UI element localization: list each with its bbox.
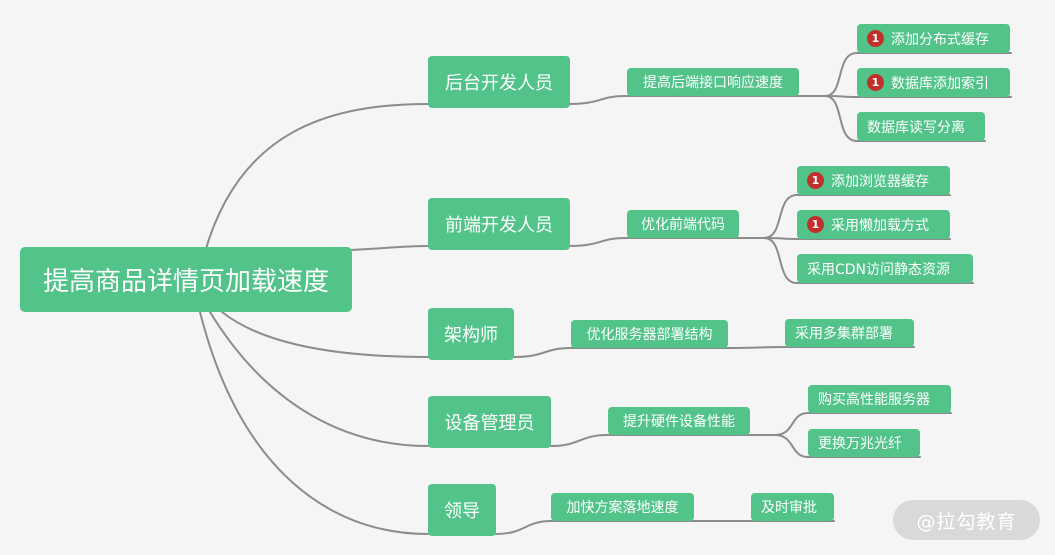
role-frontend-developer[interactable]: 前端开发人员 xyxy=(428,198,570,250)
link-task-action xyxy=(763,194,798,239)
link-task-action xyxy=(824,52,858,97)
role-architect[interactable]: 架构师 xyxy=(428,308,514,360)
root-topic[interactable]: 提高商品详情页加载速度 xyxy=(20,247,352,312)
action-browser-cache[interactable]: 1 添加浏览器缓存 xyxy=(797,166,950,195)
link-role-task xyxy=(569,237,627,247)
link-root-backend xyxy=(204,103,429,253)
task-optimize-frontend[interactable]: 优化前端代码 xyxy=(627,210,739,238)
link-role-task xyxy=(569,95,627,105)
priority-1-icon: 1 xyxy=(807,172,824,189)
action-cdn-static[interactable]: 采用CDN访问静态资源 xyxy=(797,254,973,283)
link-root-architect xyxy=(221,311,429,358)
action-multi-cluster[interactable]: 采用多集群部署 xyxy=(785,319,914,347)
action-buy-servers[interactable]: 购买高性能服务器 xyxy=(808,385,951,413)
action-lazy-load[interactable]: 1 采用懒加载方式 xyxy=(797,210,950,239)
link-root-leader xyxy=(199,311,429,535)
link-role-task xyxy=(495,520,552,535)
action-label: 采用懒加载方式 xyxy=(831,217,929,234)
action-label: 采用多集群部署 xyxy=(795,326,893,342)
link-task-action xyxy=(774,412,809,436)
priority-1-icon: 1 xyxy=(867,74,884,91)
role-backend-developer[interactable]: 后台开发人员 xyxy=(428,56,570,108)
action-upgrade-fiber[interactable]: 更换万兆光纤 xyxy=(808,429,920,457)
action-read-write-split[interactable]: 数据库读写分离 xyxy=(857,112,985,141)
link-role-task xyxy=(513,347,571,358)
priority-1-icon: 1 xyxy=(807,216,824,233)
action-label: 数据库添加索引 xyxy=(891,75,989,92)
action-timely-approval[interactable]: 及时审批 xyxy=(751,493,834,521)
task-backend-api-speed[interactable]: 提高后端接口响应速度 xyxy=(627,68,799,96)
priority-1-icon: 1 xyxy=(867,30,884,47)
action-label: 数据库读写分离 xyxy=(867,119,965,136)
link-task-action xyxy=(824,95,858,142)
role-device-admin[interactable]: 设备管理员 xyxy=(428,396,551,448)
task-hardware-performance[interactable]: 提升硬件设备性能 xyxy=(608,407,750,435)
action-label: 更换万兆光纤 xyxy=(818,436,902,452)
link-task-action xyxy=(763,237,798,284)
link-root-devops xyxy=(209,311,429,447)
task-speed-up-plan[interactable]: 加快方案落地速度 xyxy=(551,493,694,521)
link-root-frontend xyxy=(349,245,429,251)
link-role-task xyxy=(550,434,608,447)
action-distributed-cache[interactable]: 1 添加分布式缓存 xyxy=(857,24,1010,53)
action-database-index[interactable]: 1 数据库添加索引 xyxy=(857,68,1010,97)
action-label: 添加分布式缓存 xyxy=(891,31,989,48)
role-leader[interactable]: 领导 xyxy=(428,484,496,536)
action-label: 及时审批 xyxy=(761,500,817,516)
action-label: 购买高性能服务器 xyxy=(818,392,930,408)
action-label: 采用CDN访问静态资源 xyxy=(807,261,951,278)
task-server-deployment[interactable]: 优化服务器部署结构 xyxy=(571,320,728,348)
link-task-action xyxy=(727,346,786,349)
link-task-action xyxy=(774,434,809,458)
action-label: 添加浏览器缓存 xyxy=(831,173,929,190)
watermark-logo: @拉勾教育 xyxy=(893,500,1040,540)
